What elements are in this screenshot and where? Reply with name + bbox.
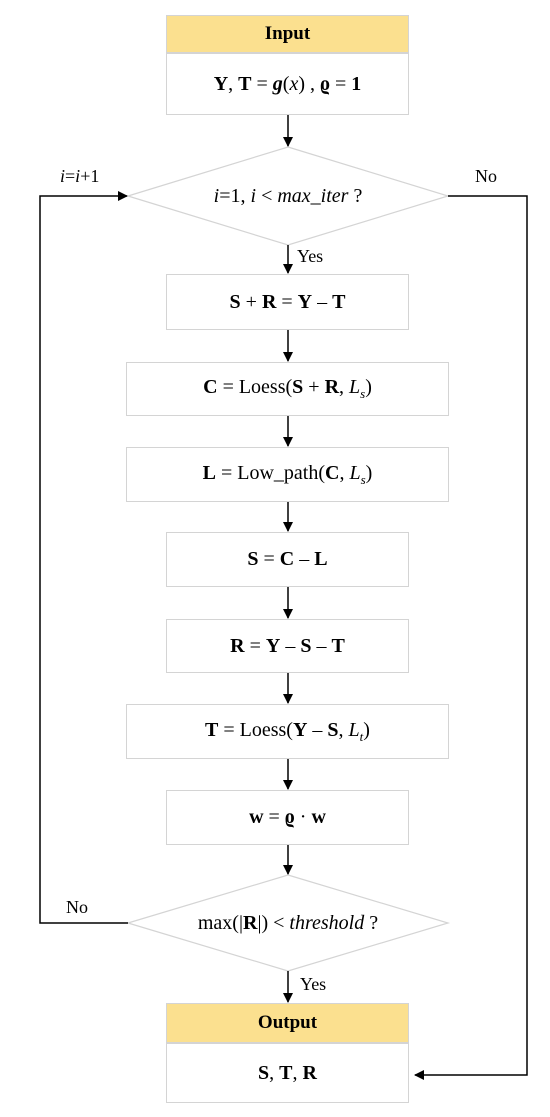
step-formula-4: S = C – L bbox=[247, 548, 328, 570]
no-right-label: No bbox=[475, 166, 497, 186]
threshold-condition: max(|R|) < threshold ? bbox=[197, 911, 379, 934]
output-header: Output bbox=[166, 1003, 409, 1043]
yes-loop-label: Yes bbox=[297, 246, 324, 266]
output-title: Output bbox=[257, 1012, 318, 1033]
step-formula-2: C = Loess(S + R, Ls) bbox=[203, 376, 372, 401]
step-formula-1: S + R = Y – T bbox=[229, 290, 346, 313]
step-formula-5: R = Y – S – T bbox=[230, 634, 345, 657]
increment-label: i=i+1 bbox=[60, 166, 100, 186]
step-formula-3: L = Low_path(C, Ls) bbox=[202, 461, 373, 487]
input-formula-box: Y, T = g(x) , ϱ = 1 bbox=[166, 53, 409, 115]
step-box-6: T = Loess(Y – S, Lt) bbox=[126, 704, 449, 759]
input-formula: Y, T = g(x) , ϱ = 1 bbox=[213, 72, 362, 95]
yes-check-label: Yes bbox=[300, 974, 327, 994]
arrow-loop-back bbox=[39, 191, 128, 924]
output-values: S, T, R bbox=[258, 1061, 317, 1084]
step-box-7: w = ϱ · w bbox=[166, 790, 409, 845]
step-box-4: S = C – L bbox=[166, 532, 409, 587]
output-values-box: S, T, R bbox=[166, 1043, 409, 1103]
step-box-5: R = Y – S – T bbox=[166, 619, 409, 673]
step-formula-6: T = Loess(Y – S, Lt) bbox=[205, 718, 370, 744]
step-box-2: C = Loess(S + R, Ls) bbox=[126, 362, 449, 416]
step-box-1: S + R = Y – T bbox=[166, 274, 409, 330]
step-formula-7: w = ϱ · w bbox=[249, 806, 326, 828]
input-title: Input bbox=[264, 23, 311, 44]
loop-condition: i=1, i < max_iter ? bbox=[213, 184, 363, 207]
step-box-3: L = Low_path(C, Ls) bbox=[126, 447, 449, 502]
arrow-no-exit bbox=[414, 195, 528, 1080]
no-left-label: No bbox=[66, 897, 88, 917]
input-header: Input bbox=[166, 15, 409, 53]
